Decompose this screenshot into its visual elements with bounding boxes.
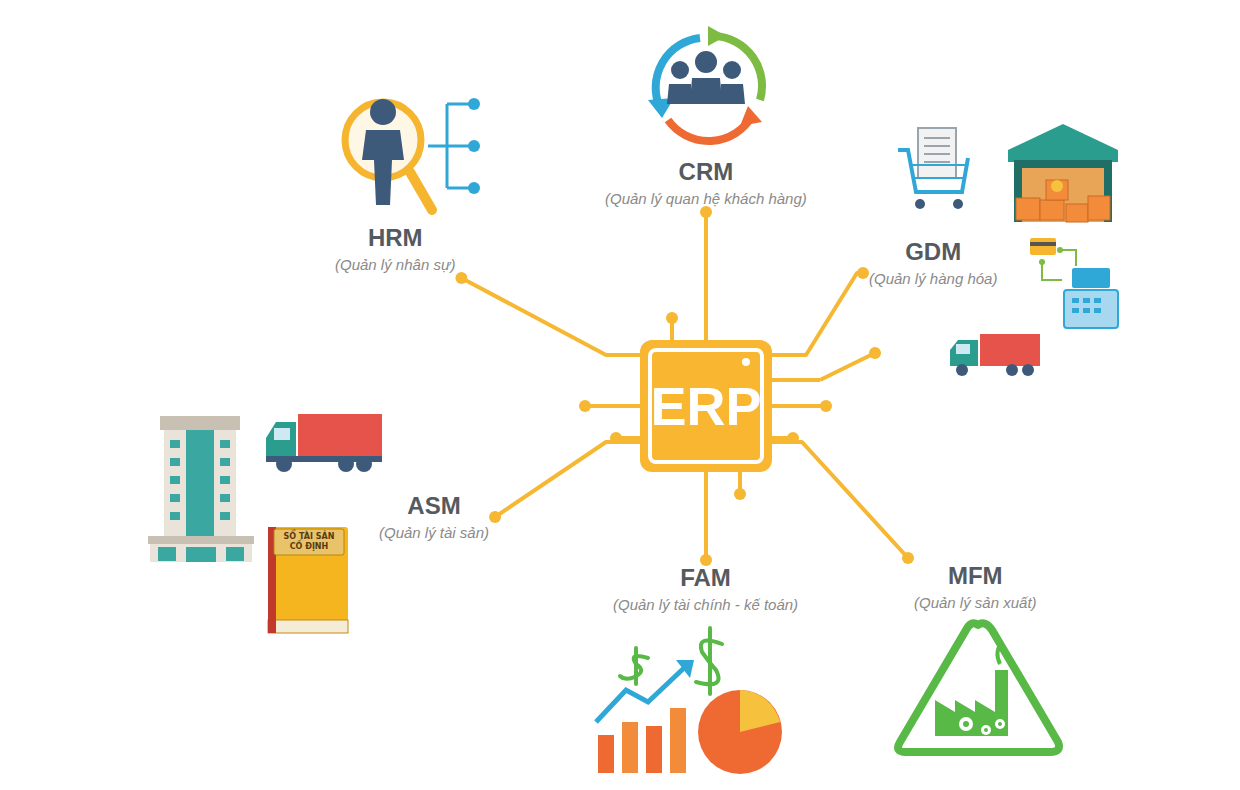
module-label: ASM (Quản lý tài sản) <box>373 488 495 546</box>
circuit-connector <box>700 206 712 340</box>
connector-dot <box>700 206 712 218</box>
module-label: CRM (Quản lý quan hệ khách hàng) <box>599 154 813 212</box>
crm-icon <box>648 26 762 141</box>
module-label: MFM (Quản lý sản xuất) <box>908 558 1043 616</box>
chip-dot <box>742 358 750 366</box>
connector-line <box>704 472 708 560</box>
circuit-connector <box>772 442 914 564</box>
module-description: (Quản lý quan hệ khách hàng) <box>605 189 807 208</box>
connector-dot <box>489 511 501 523</box>
circuit-connector <box>700 472 712 566</box>
connector-line <box>461 278 640 355</box>
module-name: FAM <box>613 564 798 592</box>
module-description: (Quản lý tài chính - kế toán) <box>613 595 798 614</box>
module-name: ERP <box>640 340 772 472</box>
mfm-icon <box>898 623 1059 752</box>
module-description: (Quản lý sản xuất) <box>914 593 1037 612</box>
module-label: GDM (Quản lý hàng hóa) <box>863 234 1003 292</box>
module-name: MFM <box>914 562 1037 590</box>
module-name: GDM <box>869 238 997 266</box>
circuit-connector <box>772 267 869 355</box>
connector-line <box>495 442 640 517</box>
hrm-icon <box>345 98 480 210</box>
circuit-wires <box>585 318 875 494</box>
circuit-dots <box>579 312 881 500</box>
module-label: HRM (Quản lý nhân sự) <box>329 220 461 278</box>
asm-icons <box>148 414 382 633</box>
module-name: CRM <box>605 158 807 186</box>
erp-chip: ERP <box>640 340 772 472</box>
book-title: SỔ TÀI SẢN CỐ ĐỊNH <box>276 532 342 552</box>
module-name: ASM <box>379 492 489 520</box>
connector-line <box>772 442 908 558</box>
connector-dot <box>902 552 914 564</box>
module-label: FAM (Quản lý tài chính - kế toán) <box>607 560 804 618</box>
circuit-connector <box>489 442 640 523</box>
connector-dot <box>857 267 869 279</box>
connector-line <box>772 273 863 355</box>
module-name: HRM <box>335 224 455 252</box>
connector-dot <box>455 272 467 284</box>
circuit-connector <box>455 272 640 355</box>
module-description: (Quản lý hàng hóa) <box>869 269 997 288</box>
fam-icons <box>596 628 782 774</box>
module-description: (Quản lý tài sản) <box>379 523 489 542</box>
module-description: (Quản lý nhân sự) <box>335 255 455 274</box>
connector-line <box>704 212 708 340</box>
